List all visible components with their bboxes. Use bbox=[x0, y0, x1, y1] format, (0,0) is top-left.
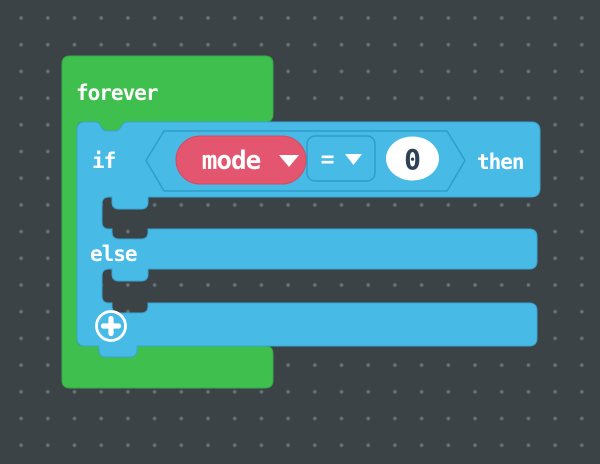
add-branch-button[interactable] bbox=[95, 310, 127, 342]
plus-circle-icon bbox=[95, 310, 127, 342]
mode-dropdown[interactable]: mode bbox=[175, 135, 307, 185]
if-else-block[interactable]: if mode = 0 then else bbox=[76, 121, 541, 358]
plus-icon bbox=[100, 315, 122, 337]
number-input[interactable]: 0 bbox=[386, 136, 439, 181]
dropdown-arrow-icon bbox=[345, 154, 362, 165]
number-input-value: 0 bbox=[404, 143, 421, 176]
else-label: else bbox=[90, 242, 137, 266]
forever-block[interactable]: forever bbox=[61, 55, 274, 389]
dropdown-arrow-icon bbox=[279, 155, 299, 167]
operator-dropdown-label: = bbox=[321, 147, 334, 173]
mode-dropdown-label: mode bbox=[202, 146, 261, 176]
then-label: then bbox=[477, 150, 524, 174]
condition-hexagon bbox=[145, 130, 466, 192]
operator-dropdown[interactable]: = bbox=[306, 135, 376, 182]
mode-dropdown-shape[interactable] bbox=[175, 135, 307, 185]
if-label: if bbox=[92, 149, 116, 173]
number-input-shape[interactable] bbox=[386, 136, 439, 181]
forever-label: forever bbox=[76, 81, 158, 105]
if-else-block-shape[interactable] bbox=[76, 121, 541, 358]
operator-dropdown-shape[interactable] bbox=[306, 135, 376, 182]
